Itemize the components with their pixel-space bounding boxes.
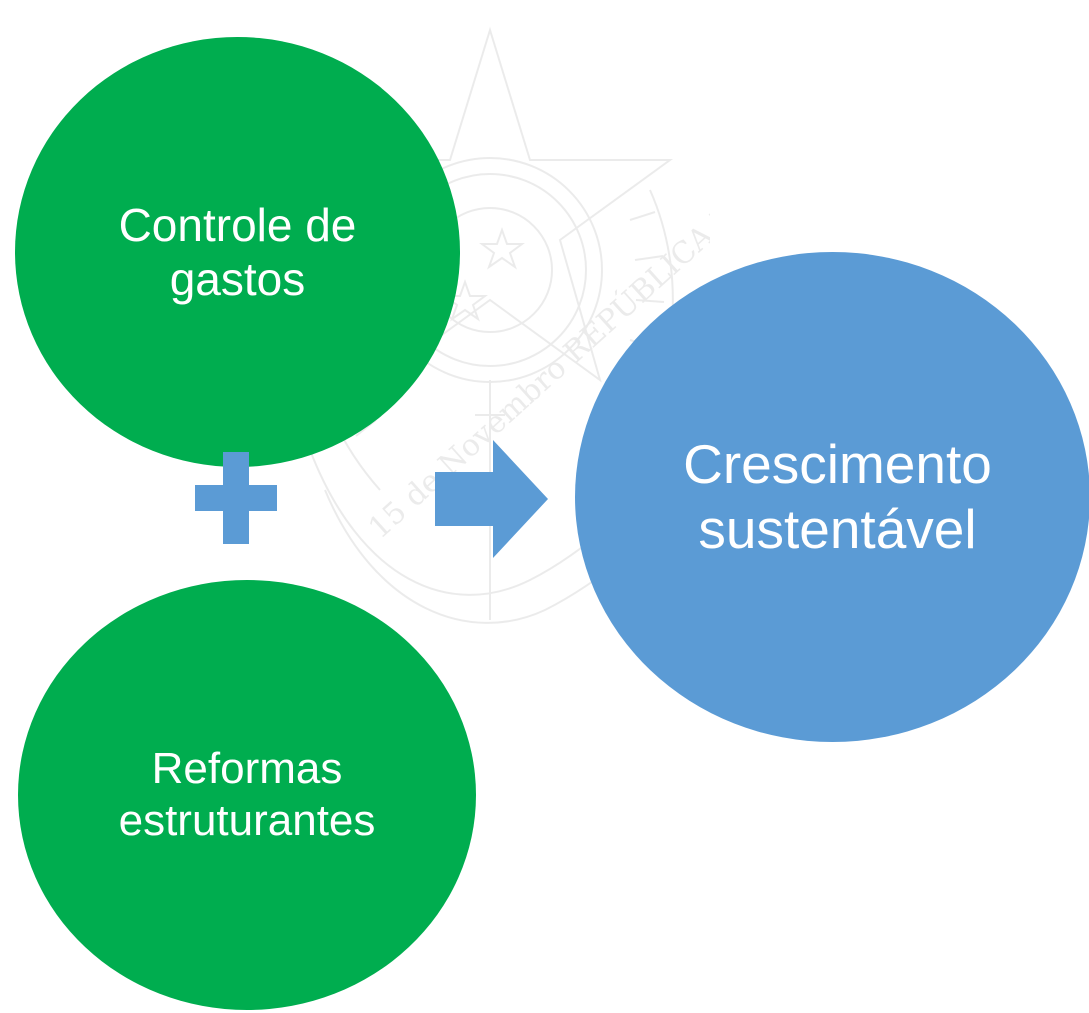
crescimento-sustentavel-label: Crescimento sustentável xyxy=(683,433,992,560)
controle-de-gastos-label: Controle de gastos xyxy=(118,198,357,305)
reformas-estruturantes-circle: Reformas estruturantes xyxy=(18,580,476,1010)
reformas-estruturantes-label: Reformas estruturantes xyxy=(118,744,376,845)
plus-icon xyxy=(195,452,277,544)
controle-de-gastos-circle: Controle de gastos xyxy=(15,37,460,467)
crescimento-sustentavel-circle: Crescimento sustentável xyxy=(575,252,1089,742)
right-arrow-icon xyxy=(435,440,548,558)
